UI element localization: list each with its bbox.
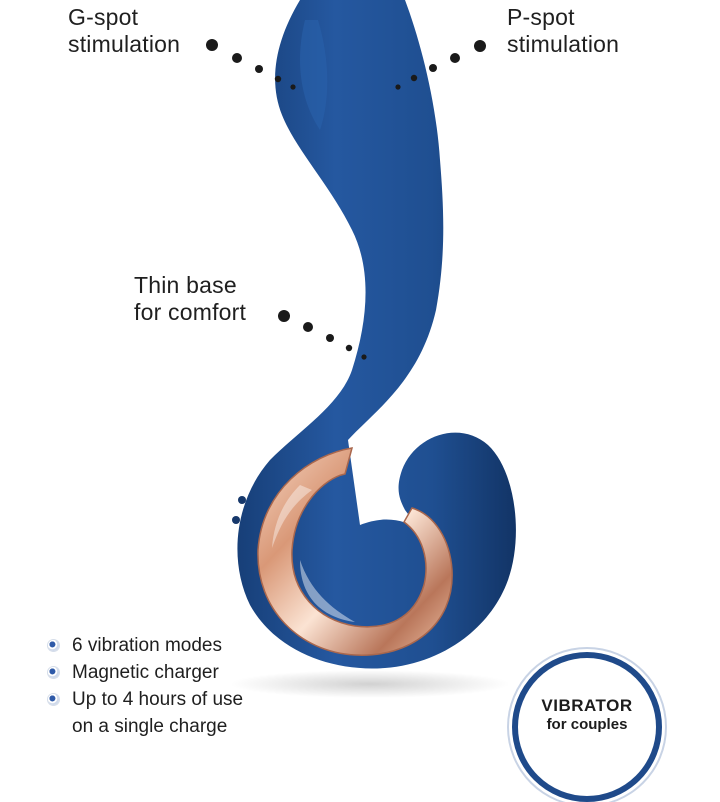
thin-base-leader <box>278 310 367 360</box>
feature-text: Magnetic charger <box>72 662 219 683</box>
product-shadow <box>230 670 510 698</box>
thin-base-line2: for comfort <box>134 299 247 325</box>
g-spot-line1: G-spot <box>68 4 139 30</box>
p-spot-leader <box>395 40 486 90</box>
vibrator-badge: VIBRATOR for couples <box>512 652 662 802</box>
p-spot-line1: P-spot <box>507 4 575 30</box>
feature-text: on a single charge <box>72 716 228 737</box>
feature-item: Up to 4 hours of use <box>46 686 243 713</box>
button-dot <box>238 496 246 504</box>
feature-item: 6 vibration modes <box>46 632 243 659</box>
feature-item: Magnetic charger <box>46 659 243 686</box>
feature-text: 6 vibration modes <box>72 635 222 656</box>
g-spot-line2: stimulation <box>68 31 181 57</box>
badge-title: VIBRATOR <box>541 696 633 715</box>
g-spot-callout: G-spot stimulation <box>68 4 180 58</box>
badge-subtitle: for couples <box>546 716 628 733</box>
thin-base-callout: Thin base for comfort <box>134 272 246 326</box>
feature-text: Up to 4 hours of use <box>72 689 244 710</box>
bullet-icon <box>48 667 59 678</box>
thin-base-line1: Thin base <box>134 272 237 298</box>
feature-item: on a single charge <box>46 713 243 740</box>
ring-reflection <box>300 560 355 622</box>
feature-list: 6 vibration modes Magnetic charger Up to… <box>46 632 243 740</box>
bullet-icon <box>48 640 59 651</box>
product-highlight <box>300 20 328 130</box>
g-spot-leader <box>206 39 296 90</box>
rose-gold-ring <box>257 447 453 656</box>
ring-reflection-2 <box>272 485 312 548</box>
p-spot-line2: stimulation <box>507 31 620 57</box>
product-image <box>206 0 516 698</box>
bullet-icon <box>48 694 59 705</box>
button-dot <box>232 516 240 524</box>
p-spot-callout: P-spot stimulation <box>507 4 619 58</box>
